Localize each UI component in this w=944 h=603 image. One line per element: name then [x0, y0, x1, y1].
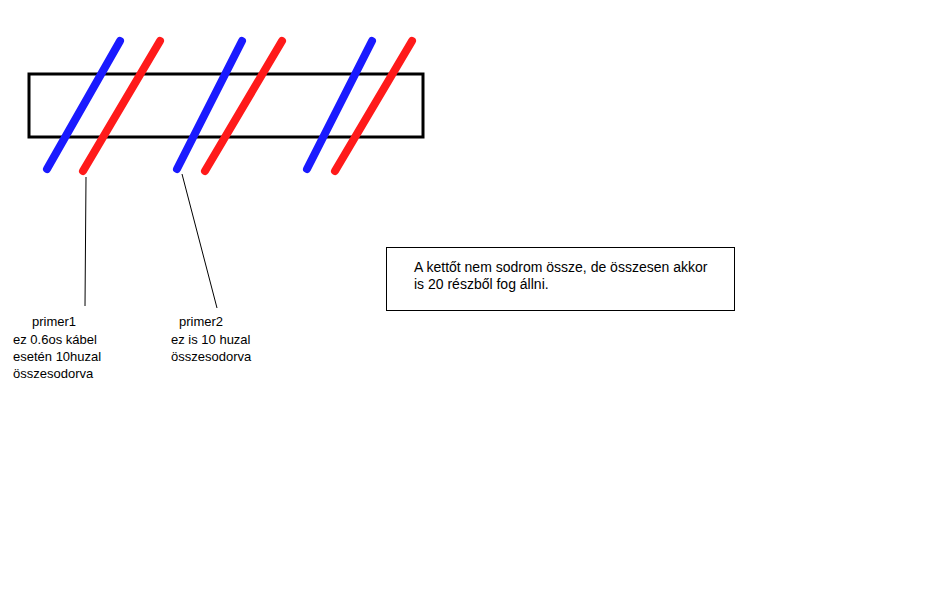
- part-name: primer2: [179, 313, 299, 330]
- part-name: primer1: [32, 313, 152, 330]
- primer-wire-red: [335, 41, 412, 171]
- note-text: A kettőt nem sodrom össze, de összesen a…: [414, 259, 714, 293]
- primer-wire-red: [205, 41, 282, 171]
- windings: [47, 41, 412, 171]
- leader-line: [182, 174, 217, 308]
- note-text: ez is 10 huzal összesodorva: [171, 331, 271, 365]
- note-box: A kettőt nem sodrom össze, de összesen a…: [386, 247, 735, 311]
- primer-wire-blue: [177, 41, 242, 169]
- leader-line: [85, 177, 86, 306]
- note-text: ez 0.6os kábel esetén 10huzal összesodor…: [13, 331, 113, 382]
- primer-wire-blue: [47, 41, 120, 169]
- primer-wire-blue: [307, 41, 372, 169]
- primer-wire-red: [83, 41, 160, 171]
